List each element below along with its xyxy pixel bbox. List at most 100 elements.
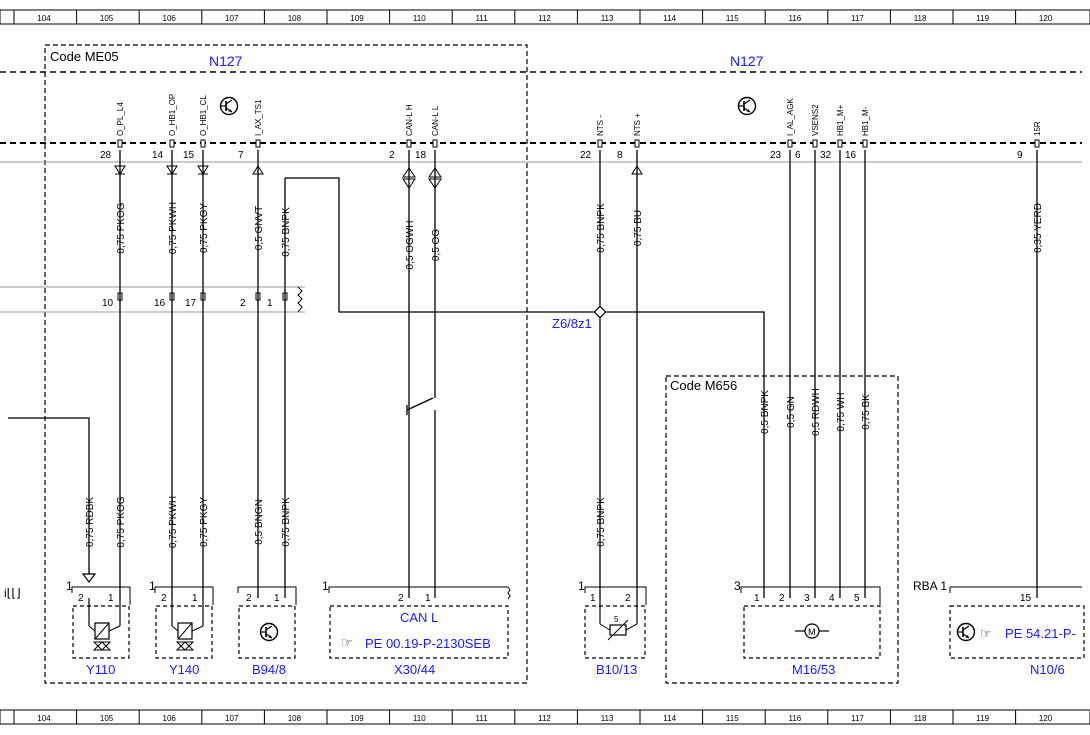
bottom-ruler [0, 709, 1090, 725]
pin-connector: CAN-L H2 [389, 104, 414, 161]
svg-text:4: 4 [829, 593, 835, 604]
wire-label: 0,75 BK [861, 394, 872, 430]
grid-col-label: 112 [538, 14, 551, 23]
code-m656-label: Code M656 [670, 378, 737, 393]
grid-col-label: 114 [663, 14, 676, 23]
pin-connector: HB1_M+ 32 [820, 104, 845, 161]
svg-text:2: 2 [398, 593, 404, 604]
svg-text:1: 1 [192, 593, 198, 604]
grid-col-label: 114 [663, 714, 676, 723]
pin-signal: NTS + [633, 113, 642, 136]
svg-text:1: 1 [108, 593, 114, 604]
component-n10-6: RBA 1 15 ☞ PE 54.21-P- N10/6 [913, 579, 1085, 677]
code-me05-label: Code ME05 [50, 49, 119, 64]
svg-text:1: 1 [754, 593, 760, 604]
wire-label: 0,75 PKWH [168, 496, 179, 548]
connector-pin-number: 16 [154, 298, 166, 309]
pin-number: 6 [795, 150, 801, 161]
module-label-right: N127 [730, 53, 764, 69]
reference-link: PE 54.21-P- [1005, 626, 1076, 641]
pin-signal: CAN-L H [405, 104, 414, 136]
grid-col-label: 111 [476, 714, 489, 723]
wire-bundle [8, 150, 1038, 598]
pin-connector: O_HB1_CL 15 [183, 95, 208, 161]
component-y140: 1 2 1 Y140 [149, 579, 214, 677]
grid-col-label: 120 [1039, 14, 1053, 23]
svg-text:1: 1 [578, 579, 585, 593]
component-m16-53: 3 1 2 3 4 5 M M16/53 [734, 579, 881, 677]
motor-icon: M [795, 623, 829, 639]
pin-number: 15 [183, 150, 195, 161]
wire-label: 0,75 BU [633, 210, 644, 246]
pin-number: 8 [617, 150, 623, 161]
component-label: Y140 [169, 662, 199, 677]
grid-col-label: 104 [37, 714, 51, 723]
transistor-icon [259, 622, 279, 642]
grid-col-label: 110 [413, 14, 426, 23]
component-y110: 1 2 1 Y110 [66, 579, 131, 677]
pin-number: 14 [152, 150, 164, 161]
pin-signal: 15R [1033, 121, 1042, 136]
svg-text:M: M [808, 627, 816, 637]
ground-arrow-icon [81, 573, 97, 583]
top-ruler [0, 9, 1090, 25]
grid-col-label: 113 [601, 714, 614, 723]
component-b94-8: 2 1 B94/8 [237, 586, 297, 677]
wire-label: 0,75 PKOG [116, 202, 127, 253]
pin-number: 32 [820, 150, 832, 161]
pin-signal: HB1_M+ [836, 104, 845, 136]
svg-text:3: 3 [804, 593, 810, 604]
grid-col-label: 110 [413, 714, 426, 723]
svg-text:1: 1 [322, 579, 329, 593]
pin-connector: NTS -22 [580, 115, 605, 161]
grid-col-label: 109 [350, 14, 364, 23]
svg-text:3: 3 [734, 579, 741, 593]
transistor-icon [219, 96, 239, 116]
connector-pin-number: 1 [267, 298, 273, 309]
grid-col-label: 115 [726, 714, 739, 723]
grid-col-label: 105 [100, 14, 114, 23]
component-x30-44: 1 2 1 CAN L ☞ PE 00.19-P-2130SEB X30/44 [322, 579, 511, 677]
component-label: M16/53 [792, 662, 835, 677]
module-label-left: N127 [209, 53, 243, 69]
connector-pin-number: 17 [185, 298, 197, 309]
svg-text:1: 1 [274, 593, 280, 604]
component-label: B10/13 [596, 662, 637, 677]
grid-col-label: 107 [225, 714, 239, 723]
wire-label: 0,5 GNVT [254, 206, 265, 250]
svg-text:1: 1 [590, 593, 596, 604]
svg-text:2: 2 [161, 593, 167, 604]
grid-col-label: 109 [350, 714, 364, 723]
svg-text:2: 2 [78, 593, 84, 604]
grid-col-label: 106 [163, 714, 177, 723]
reference-link: PE 00.19-P-2130SEB [365, 636, 491, 651]
component-label: X30/44 [394, 662, 435, 677]
grid-col-label: 104 [37, 14, 51, 23]
grid-col-label: 116 [789, 14, 802, 23]
pin-signal: HB1_M- [861, 106, 870, 136]
pin-signal: CAN-L L [431, 105, 440, 136]
left-fragment: i⌊⌊⌋ [4, 586, 21, 600]
pin-signal: O_HB1_CL [199, 95, 208, 136]
can-l-title: CAN L [400, 610, 438, 625]
wire-label: 0,5 RDWH [811, 388, 822, 436]
svg-text:1: 1 [149, 579, 156, 593]
grid-col-label: 111 [476, 14, 489, 23]
grid-col-label: 118 [914, 14, 927, 23]
transistor-icon [737, 96, 757, 116]
grid-col-label: 105 [100, 714, 114, 723]
svg-text:1: 1 [425, 593, 431, 604]
pin-connector: CAN-L L18 [415, 105, 440, 161]
grid-col-label: 117 [851, 14, 864, 23]
grid-col-label: 113 [601, 14, 614, 23]
grid-col-label: 117 [851, 714, 864, 723]
component-label: Y110 [86, 662, 115, 677]
wire-label: 0,75 BNPK [281, 207, 292, 257]
svg-text:2: 2 [246, 593, 252, 604]
wire-label: 0,75 BNPK [596, 203, 607, 253]
code-me05-box [44, 44, 528, 684]
